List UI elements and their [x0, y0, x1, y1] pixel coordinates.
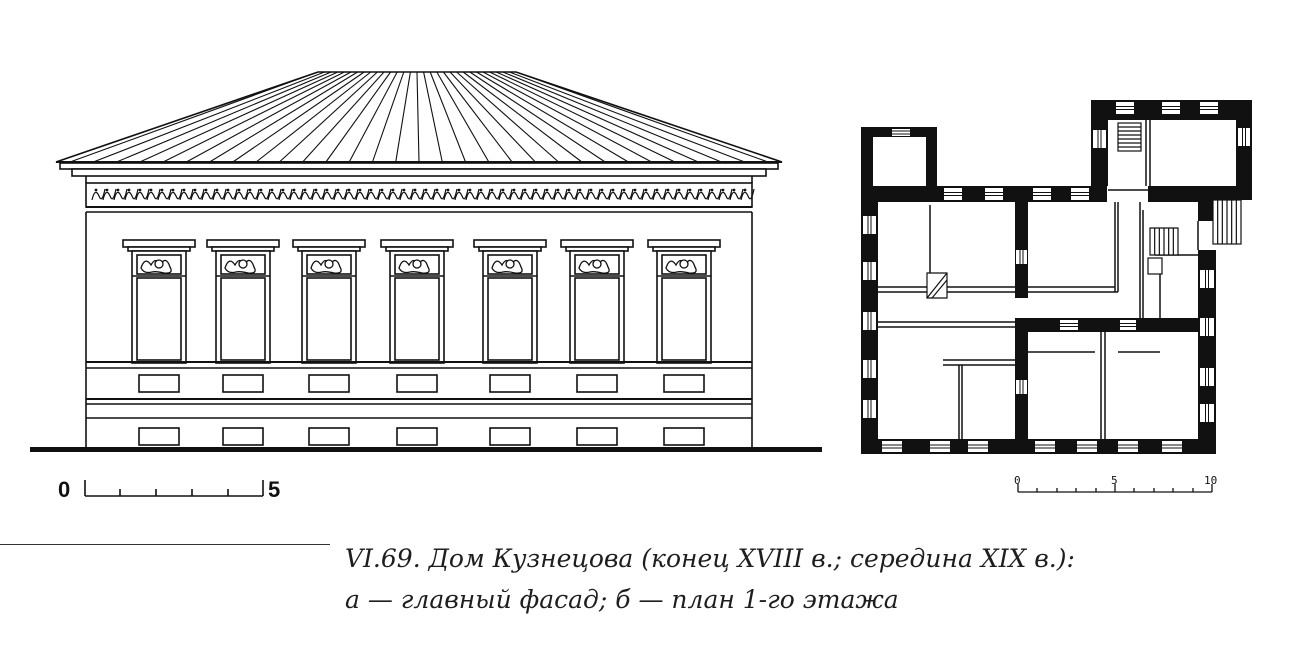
facade-window — [473, 239, 547, 364]
cellar-window — [308, 374, 350, 393]
facade-roof — [55, 71, 783, 163]
plan-scale-bar: 0 5 10 — [1014, 474, 1217, 493]
caption-line-2: а — главный фасад; б — план 1-го этажа — [345, 585, 899, 614]
floor-plan-drawing — [861, 100, 1252, 454]
main-facade-drawing — [30, 71, 822, 452]
cellar-window — [222, 427, 264, 446]
cellar-window — [396, 427, 438, 446]
plan-stairs — [926, 122, 1242, 299]
facade-windows — [122, 239, 721, 364]
cellar-window — [138, 427, 180, 446]
facade-window — [380, 239, 454, 364]
plan-scale-start: 0 — [1014, 474, 1021, 487]
caption-line-1: VI.69. Дом Кузнецова (конец XVIII в.; се… — [345, 544, 1075, 573]
facade-scale-bar: 0 5 — [58, 477, 280, 502]
plan-scale-end: 10 — [1204, 474, 1217, 487]
facade-plinth — [86, 361, 752, 446]
cellar-window — [396, 374, 438, 393]
ground-line — [30, 447, 822, 452]
facade-window — [122, 239, 196, 364]
facade-cornice — [59, 162, 779, 213]
cellar-window — [576, 427, 618, 446]
facade-wall — [85, 212, 753, 448]
facade-scale-start: 0 — [58, 477, 70, 502]
cellar-window — [222, 374, 264, 393]
plan-exterior-walls — [861, 100, 1252, 454]
cellar-window — [663, 427, 705, 446]
plan-scale-mid: 5 — [1111, 474, 1118, 487]
caption-rule — [0, 544, 330, 545]
facade-window — [560, 239, 634, 364]
facade-window — [647, 239, 721, 364]
facade-window — [206, 239, 280, 364]
cellar-window — [576, 374, 618, 393]
cellar-window — [489, 427, 531, 446]
cellar-window — [138, 374, 180, 393]
facade-window — [292, 239, 366, 364]
cellar-window — [308, 427, 350, 446]
cellar-window — [663, 374, 705, 393]
cellar-window — [489, 374, 531, 393]
facade-scale-end: 5 — [268, 477, 280, 502]
figure-caption: VI.69. Дом Кузнецова (конец XVIII в.; се… — [345, 538, 1245, 620]
